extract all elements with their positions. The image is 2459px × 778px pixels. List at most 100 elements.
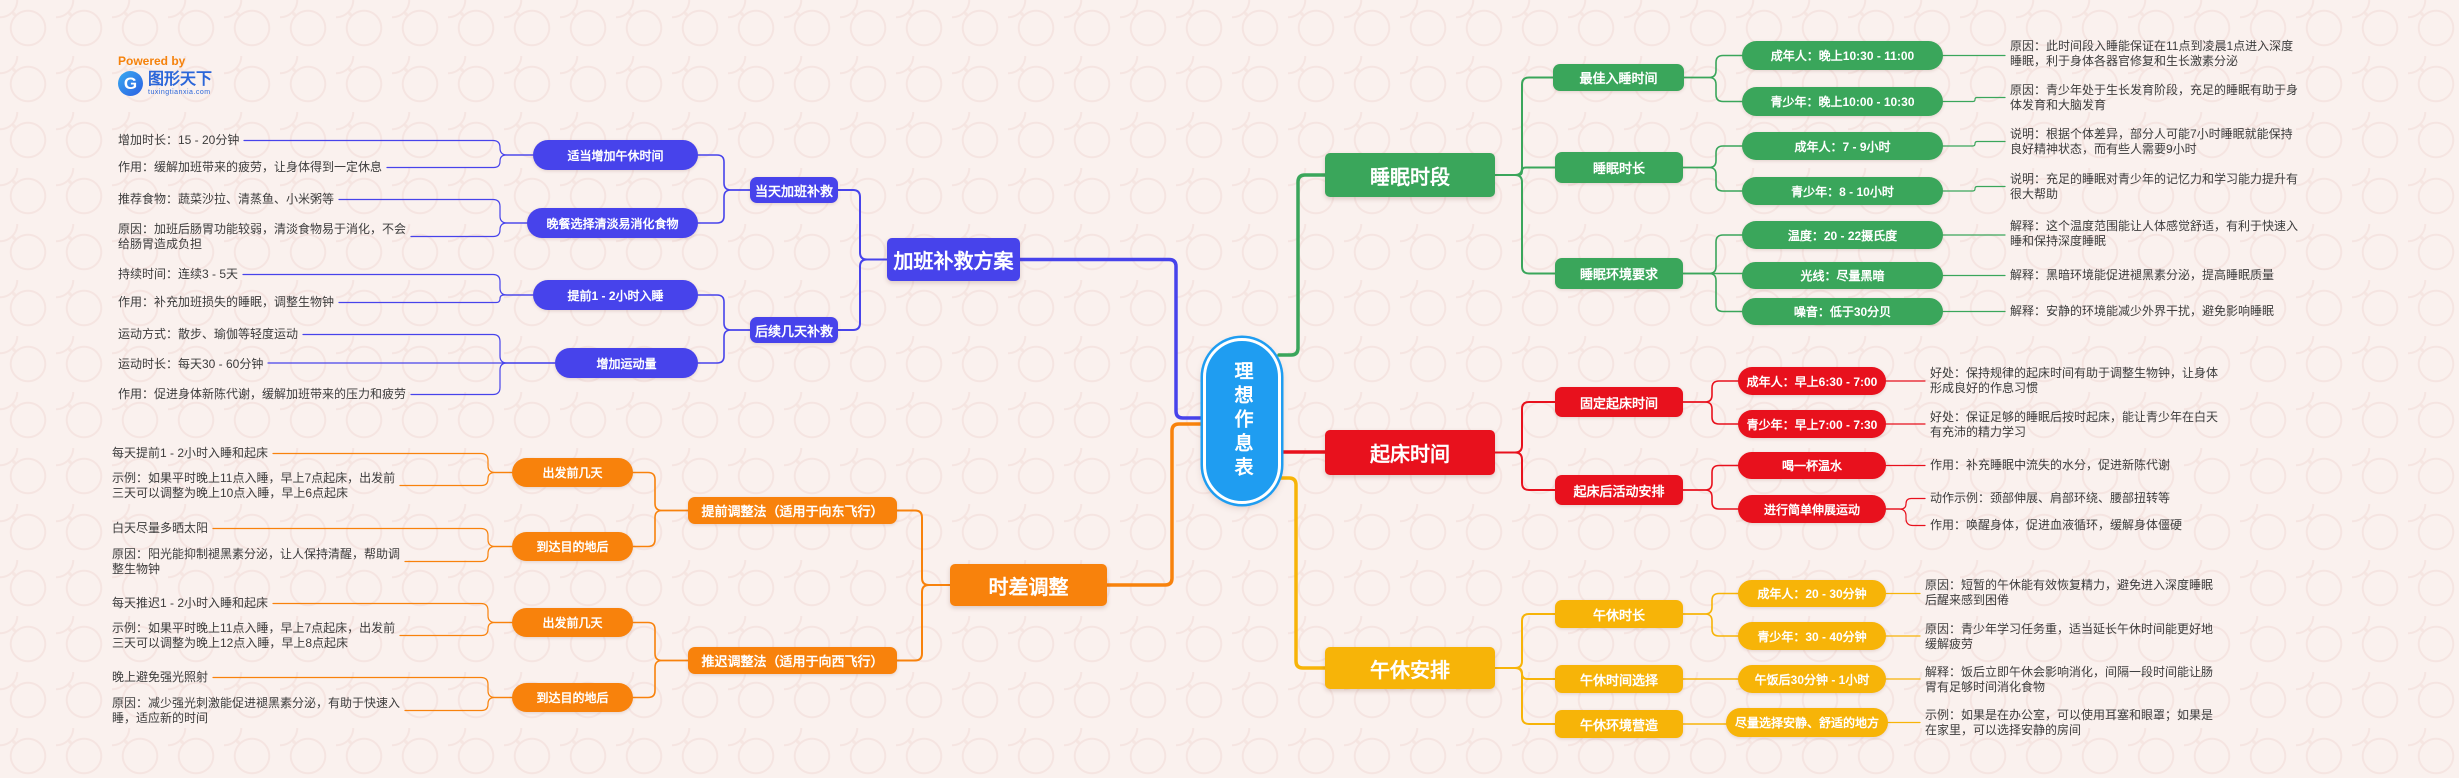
note-1-1-0-0: 作用：补充睡眠中流失的水分，促进新陈代谢 bbox=[1930, 458, 2171, 472]
connector-edge bbox=[632, 659, 689, 699]
note-1-0-0-0: 好处：保持规律的起床时间有助于调整生物钟，让身体 形成良好的作息习惯 bbox=[1930, 366, 2219, 395]
connector-edge bbox=[1942, 185, 2006, 192]
connector-edge bbox=[1494, 76, 1554, 176]
branch-0[interactable]: 睡眠时段 bbox=[1325, 153, 1495, 197]
topic-1-1[interactable]: 起床后活动安排 bbox=[1555, 475, 1683, 505]
pill-0-0-0[interactable]: 成年人：晚上10:30 - 11:00 bbox=[1742, 41, 1943, 70]
connector-edge bbox=[1942, 140, 2006, 147]
connector-edge bbox=[632, 509, 689, 548]
note-0-0-0-0: 原因：此时间段入睡能保证在11点到凌晨1点进入深度 睡眠，利于身体各器官修复和生… bbox=[2010, 39, 2294, 68]
note-0-2-1-0: 解释：黑暗环境能促进褪黑素分泌，提高睡眠质量 bbox=[2010, 268, 2275, 282]
topic-3-0[interactable]: 当天加班补救 bbox=[750, 177, 838, 203]
topic-4-1[interactable]: 推迟调整法（适用于向西飞行） bbox=[688, 647, 897, 674]
connector-edge bbox=[272, 452, 513, 474]
connector-edge bbox=[1682, 464, 1739, 491]
note-4-0-0-1: 示例：如果平时晚上11点入睡，早上7点起床，出发前 三天可以调整为晚上10点入睡… bbox=[112, 471, 396, 500]
connector-edge bbox=[632, 471, 689, 512]
brand-name: 图形天下 bbox=[148, 71, 213, 88]
topic-1-0[interactable]: 固定起床时间 bbox=[1555, 387, 1683, 417]
connector-edge bbox=[1494, 174, 1556, 275]
branch-2[interactable]: 午休安排 bbox=[1325, 647, 1495, 689]
connector-edge bbox=[1682, 613, 1739, 637]
topic-4-0[interactable]: 提前调整法（适用于向东飞行） bbox=[688, 497, 897, 524]
note-3-0-0-1: 作用：缓解加班带来的疲劳，让身体得到一定休息 bbox=[118, 160, 383, 174]
root-topic[interactable]: 理想作息表 bbox=[1203, 338, 1281, 504]
connector-edge bbox=[1494, 667, 1556, 725]
powered-by-label: Powered by bbox=[118, 54, 186, 68]
pill-2-1-0[interactable]: 午饭后30分钟 - 1小时 bbox=[1738, 665, 1886, 693]
topic-0-0[interactable]: 最佳入睡时间 bbox=[1553, 64, 1684, 91]
pill-4-0-0[interactable]: 出发前几天 bbox=[512, 458, 633, 487]
pill-2-0-1[interactable]: 青少年：30 - 40分钟 bbox=[1738, 622, 1886, 650]
pill-1-1-0[interactable]: 喝一杯温水 bbox=[1738, 452, 1886, 479]
note-4-0-0-0: 每天提前1 - 2小时入睡和起床 bbox=[112, 446, 269, 460]
pill-1-0-1[interactable]: 青少年：早上7:00 - 7:30 bbox=[1738, 410, 1886, 438]
connector-edge bbox=[1494, 667, 1556, 680]
pill-0-0-1[interactable]: 青少年：晚上10:00 - 10:30 bbox=[1742, 87, 1943, 116]
branch-4[interactable]: 时差调整 bbox=[950, 564, 1107, 606]
connector-edge bbox=[697, 294, 751, 331]
connector-edge bbox=[837, 258, 888, 331]
brand-subtext: tuxingtianxia.com bbox=[148, 89, 211, 96]
connector-edge bbox=[302, 333, 556, 364]
pill-2-2-0[interactable]: 尽量选择安静、舒适的地方 bbox=[1726, 708, 1888, 737]
topic-0-1[interactable]: 睡眠时长 bbox=[1555, 152, 1683, 183]
connector-edge bbox=[1682, 401, 1739, 425]
topic-2-1[interactable]: 午休时间选择 bbox=[1555, 665, 1683, 693]
note-0-2-2-0: 解释：安静的环境能减少外界干扰，避免影响睡眠 bbox=[2010, 304, 2275, 318]
connector-edge bbox=[1682, 272, 1743, 313]
connector-edge bbox=[697, 329, 751, 364]
connector-edge bbox=[697, 189, 751, 224]
topic-2-2[interactable]: 午休环境营造 bbox=[1555, 710, 1683, 738]
pill-3-1-0[interactable]: 提前1 - 2小时入睡 bbox=[533, 280, 698, 310]
note-0-0-1-0: 原因：青少年处于生长发育阶段，充足的睡眠有助于身 体发育和大脑发育 bbox=[2010, 83, 2299, 112]
connector-edge bbox=[1683, 76, 1743, 103]
note-4-0-1-1: 原因：阳光能抑制褪黑素分泌，让人保持清醒，帮助调 整生物钟 bbox=[112, 547, 401, 576]
pill-0-1-1[interactable]: 青少年：8 - 10小时 bbox=[1742, 177, 1943, 205]
pill-3-0-1[interactable]: 晚餐选择清淡易消化食物 bbox=[527, 208, 698, 238]
connector-edge bbox=[399, 621, 513, 637]
pill-3-1-1[interactable]: 增加运动量 bbox=[555, 348, 698, 378]
connector-edge bbox=[399, 471, 513, 487]
brand-logo-icon: G bbox=[118, 71, 143, 96]
branch-1[interactable]: 起床时间 bbox=[1325, 430, 1495, 475]
note-1-0-1-0: 好处：保证足够的睡眠后按时起床，能让青少年在白天 有充沛的精力学习 bbox=[1930, 410, 2219, 439]
connector-edge bbox=[1682, 166, 1743, 192]
connector-edge bbox=[632, 621, 689, 662]
pill-0-1-0[interactable]: 成年人：7 - 9小时 bbox=[1742, 132, 1943, 160]
pill-4-1-0[interactable]: 出发前几天 bbox=[512, 608, 633, 637]
pill-0-2-0[interactable]: 温度：20 - 22摄氏度 bbox=[1742, 221, 1943, 249]
note-3-1-1-0: 运动方式：散步、瑜伽等轻度运动 bbox=[118, 327, 299, 341]
topic-2-0[interactable]: 午休时长 bbox=[1555, 600, 1683, 628]
pill-4-0-1[interactable]: 到达目的地后 bbox=[512, 532, 633, 561]
connector-edge bbox=[338, 198, 528, 224]
pill-1-0-0[interactable]: 成年人：早上6:30 - 7:00 bbox=[1738, 367, 1886, 395]
note-0-2-0-0: 解释：这个温度范围能让人体感觉舒适，有利于快速入 睡和保持深度睡眠 bbox=[2010, 219, 2299, 248]
topic-0-2[interactable]: 睡眠环境要求 bbox=[1555, 258, 1683, 289]
connector-edge bbox=[1885, 497, 1926, 510]
brand-attribution[interactable]: Powered by G 图形天下 tuxingtianxia.com bbox=[118, 54, 212, 97]
connector-edge bbox=[243, 139, 534, 156]
pill-3-0-0[interactable]: 适当增加午休时间 bbox=[533, 140, 698, 170]
note-0-1-0-0: 说明：根据个体差异，部分人可能7小时睡眠就能保持 良好精神状态，而有些人需要9小… bbox=[2010, 127, 2293, 156]
connector-edge bbox=[338, 294, 534, 304]
connector-edge bbox=[1277, 173, 1327, 357]
note-2-1-0-0: 解释：饭后立即午休会影响消化，间隔一段时间能让肠 胃有足够时间消化食物 bbox=[1925, 665, 2214, 694]
branch-3[interactable]: 加班补救方案 bbox=[887, 238, 1020, 281]
connector-edge bbox=[404, 696, 513, 712]
connector-edge bbox=[896, 509, 951, 586]
note-4-0-1-0: 白天尽量多晒太阳 bbox=[112, 521, 209, 535]
pill-1-1-1[interactable]: 进行简单伸展运动 bbox=[1738, 495, 1886, 523]
note-3-1-1-2: 作用：促进身体新陈代谢，缓解加班带来的压力和疲劳 bbox=[118, 387, 407, 401]
connector-edge bbox=[896, 584, 951, 662]
pill-4-1-1[interactable]: 到达目的地后 bbox=[512, 683, 633, 712]
connector-edge bbox=[1682, 489, 1739, 510]
pill-0-2-2[interactable]: 噪音：低于30分贝 bbox=[1742, 298, 1943, 325]
connector-edge bbox=[1494, 401, 1556, 454]
pill-2-0-0[interactable]: 成年人：20 - 30分钟 bbox=[1738, 580, 1886, 607]
connector-edge bbox=[410, 362, 556, 396]
note-4-1-0-1: 示例：如果平时晚上11点入睡，早上7点起床，出发前 三天可以调整为晚上12点入睡… bbox=[112, 621, 396, 650]
topic-3-1[interactable]: 后续几天补救 bbox=[750, 317, 838, 343]
pill-0-2-1[interactable]: 光线：尽量黑暗 bbox=[1742, 262, 1943, 289]
